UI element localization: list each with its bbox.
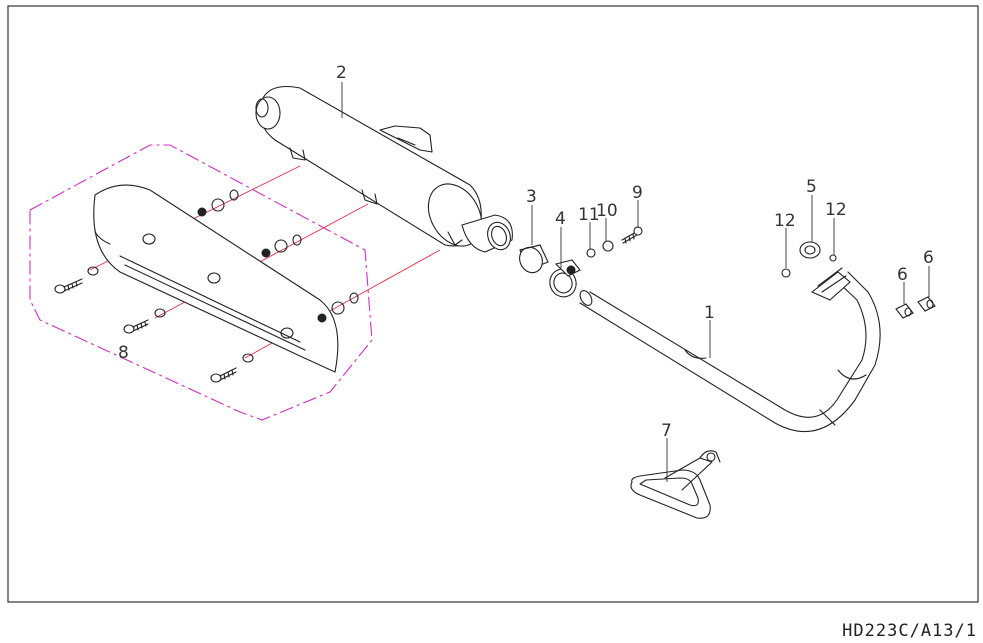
washer [211,198,225,212]
washer-10 [602,240,614,252]
callout-11: 11 [578,205,600,225]
washer [154,308,166,318]
washer [87,266,99,276]
washer [197,207,207,217]
sleeve-gasket [519,244,549,274]
callout-7: 7 [661,421,672,441]
muffler [255,85,513,253]
drawing-code: HD223C/A13/1 [842,621,977,641]
header-pipe [579,267,881,433]
callout-9: 9 [632,183,643,203]
washer [317,313,327,323]
callout-12-right: 12 [825,200,847,220]
heat-shield-group-outline [29,144,373,421]
nut-12 [781,268,791,278]
washer [349,292,359,304]
callout-2: 2 [336,63,347,83]
screw-top [54,278,83,294]
callout-10: 10 [596,201,618,221]
callout-8: 8 [118,343,129,363]
washer [274,239,288,253]
washer [261,248,271,258]
heat-shield [93,184,339,373]
screw-middle [123,319,149,334]
nut-6-left [895,303,914,319]
callout-6-left: 6 [897,265,908,285]
callout-3: 3 [526,187,537,207]
washer [229,189,239,201]
bracket-7 [630,450,721,519]
callout-1: 1 [704,303,715,323]
exhaust-clamp [549,259,581,298]
washer [331,301,345,315]
nut-12 [829,254,837,262]
callout-6-right: 6 [923,248,934,268]
nut-11 [586,248,596,258]
washer [292,234,302,246]
washer [242,353,254,363]
bolt-9 [621,226,643,244]
callout-labels: 1 2 3 4 5 6 6 7 8 9 10 11 12 12 [118,63,934,441]
callout-5: 5 [806,177,817,197]
nut-6-right [917,296,936,312]
leader-lines [341,82,930,482]
callout-4: 4 [555,209,566,229]
gasket-5 [799,241,821,259]
screw-bottom [210,367,237,383]
shield-fasteners [54,189,359,383]
diagram-frame [7,5,979,603]
gasket-5-hole [804,245,816,255]
callout-12-left: 12 [774,211,796,231]
